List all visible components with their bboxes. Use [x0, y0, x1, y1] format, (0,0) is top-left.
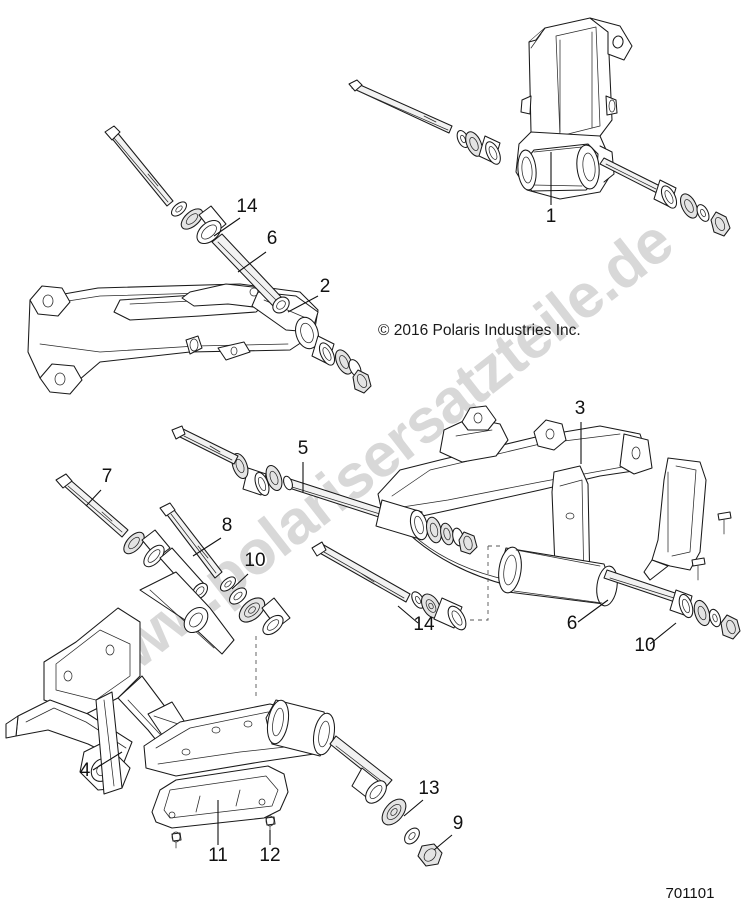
- callout-label: 12: [259, 845, 280, 866]
- callout-label: 10: [244, 550, 265, 571]
- copyright-notice: © 2016 Polaris Industries Inc.: [378, 322, 581, 339]
- callout-12: 12: [259, 830, 281, 866]
- part-group-bushings-a-arm: [311, 335, 372, 394]
- callout-7: 7: [85, 466, 113, 507]
- reference-dashed-lines: [255, 545, 500, 700]
- part-group-bolt-8: [159, 502, 291, 636]
- part-group-rod-5: [171, 425, 478, 555]
- callout-14: 14: [213, 196, 258, 237]
- callout-9: 9: [433, 813, 464, 851]
- callout-8: 8: [192, 515, 233, 557]
- callout-6b: 6: [567, 599, 609, 634]
- callout-11: 11: [208, 800, 228, 866]
- callout-label: 14: [236, 196, 258, 217]
- part-group-lower-arm: [143, 699, 443, 867]
- part-group-knuckle-1: [515, 17, 633, 200]
- callout-3: 3: [575, 398, 586, 464]
- callout-13: 13: [403, 778, 440, 817]
- callout-label: 11: [208, 845, 228, 866]
- callout-1: 1: [546, 152, 557, 227]
- part-group-bolt-6-right: [603, 569, 741, 640]
- callout-label: 10: [634, 635, 655, 656]
- callout-5: 5: [298, 438, 309, 492]
- part-group-swing-arm-3: [377, 405, 653, 607]
- callout-label: 14: [413, 614, 435, 635]
- callout-label: 2: [320, 276, 331, 297]
- callout-label: 8: [222, 515, 233, 536]
- part-group-bolt-7: [55, 473, 209, 600]
- callout-label: 6: [267, 228, 278, 249]
- part-group-a-arm-2: [27, 283, 319, 395]
- callout-label: 7: [102, 466, 113, 487]
- part-group-rod-6-upper: [104, 125, 290, 314]
- callout-label: 6: [567, 613, 578, 634]
- callout-14b: 14: [397, 605, 435, 635]
- callout-label: 3: [575, 398, 586, 419]
- callout-label: 9: [453, 813, 464, 834]
- part-group-guard-plate: [643, 457, 732, 581]
- callout-layer: 1 2 3 4 5 6 6: [80, 152, 677, 866]
- callout-10b: 10: [634, 622, 677, 656]
- part-group-rod-14-mid: [311, 541, 467, 631]
- part-group-skid-plate-11: [151, 765, 289, 849]
- part-group-bolt-upper-right: [599, 157, 731, 237]
- callout-label: 13: [418, 778, 439, 799]
- figure-id-label: 701101: [666, 885, 715, 902]
- callout-label: 4: [80, 760, 91, 781]
- part-group-bolt-upper-left: [348, 79, 501, 165]
- callout-label: 1: [546, 206, 557, 227]
- callout-label: 5: [298, 438, 309, 459]
- callout-6: 6: [237, 228, 278, 273]
- callout-2: 2: [287, 276, 331, 313]
- callout-10: 10: [231, 550, 266, 590]
- callout-4: 4: [80, 751, 123, 781]
